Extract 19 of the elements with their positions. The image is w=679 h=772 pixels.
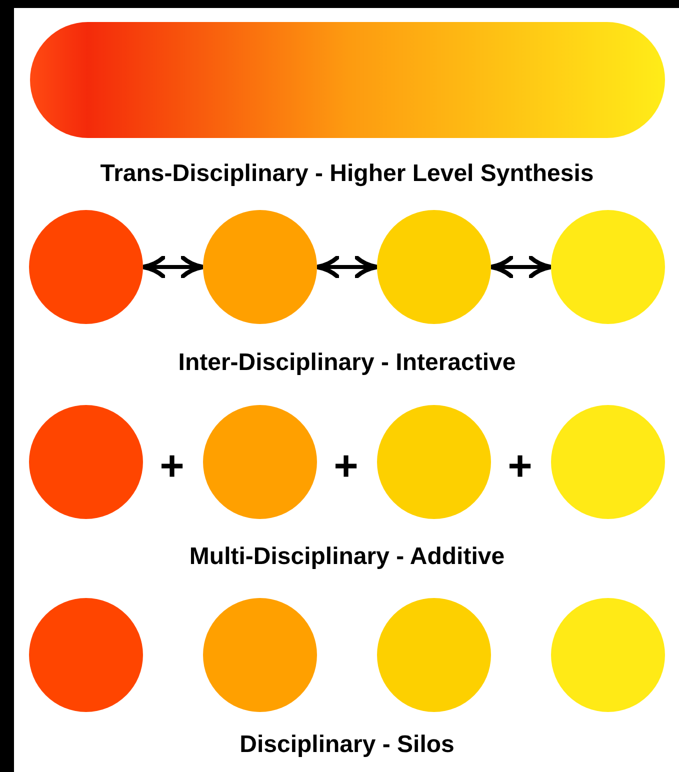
discipline-circle — [29, 598, 143, 712]
row-caption: Disciplinary - Silos — [240, 733, 454, 757]
discipline-circle — [29, 210, 143, 324]
discipline-circle — [377, 598, 491, 712]
discipline-circle — [203, 405, 317, 519]
discipline-circle — [377, 210, 491, 324]
plus-sign: + — [160, 445, 184, 487]
discipline-circle — [551, 405, 665, 519]
row-caption: Multi-Disciplinary - Additive — [189, 545, 505, 569]
discipline-circle — [203, 210, 317, 324]
discipline-circle — [203, 598, 317, 712]
plus-sign: + — [334, 445, 358, 487]
discipline-circle — [29, 405, 143, 519]
row-caption: Trans-Disciplinary - Higher Level Synthesis — [100, 162, 594, 186]
discipline-circle — [377, 405, 491, 519]
row-caption: Inter-Disciplinary - Interactive — [178, 351, 516, 375]
discipline-circle — [551, 598, 665, 712]
plus-sign: + — [508, 445, 532, 487]
discipline-circle — [551, 210, 665, 324]
